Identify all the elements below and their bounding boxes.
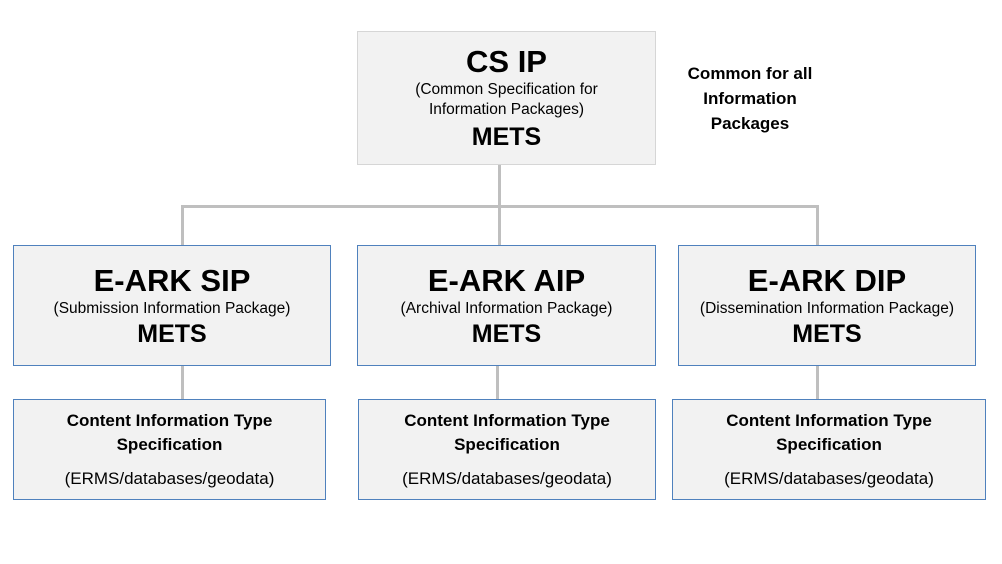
sip-format: METS xyxy=(137,319,207,348)
aip-content-spec-title-line1: Content Information Type xyxy=(404,410,610,430)
sip-box: E-ARK SIP (Submission Information Packag… xyxy=(13,245,331,366)
connector-sip-vertical xyxy=(181,205,184,245)
aip-content-spec-title-line2: Specification xyxy=(454,434,560,454)
cs-ip-box: CS IP (Common Specification for Informat… xyxy=(357,31,656,165)
connector-dip-vertical xyxy=(816,205,819,245)
cs-ip-subtitle-line1: (Common Specification for xyxy=(415,81,598,98)
dip-content-spec-box: Content Information Type Specification (… xyxy=(672,399,986,500)
dip-content-spec-title-line1: Content Information Type xyxy=(726,410,932,430)
aip-subtitle: (Archival Information Package) xyxy=(400,299,613,317)
cs-ip-format: METS xyxy=(471,123,542,151)
sip-content-spec-title-line2: Specification xyxy=(116,434,223,454)
sip-title: E-ARK SIP xyxy=(93,262,251,298)
dip-content-spec-types: (ERMS/databases/geodata) xyxy=(724,468,934,488)
common-note-line1: Common for all xyxy=(687,64,813,83)
aip-box: E-ARK AIP (Archival Information Package)… xyxy=(357,245,656,366)
common-note-line3: Packages xyxy=(710,114,790,133)
connector-horizontal xyxy=(181,205,819,208)
connector-sip-content xyxy=(181,366,184,399)
dip-title: E-ARK DIP xyxy=(747,262,907,298)
aip-content-spec-box: Content Information Type Specification (… xyxy=(358,399,656,500)
sip-content-spec-box: Content Information Type Specification (… xyxy=(13,399,326,500)
dip-box: E-ARK DIP (Dissemination Information Pac… xyxy=(678,245,976,366)
sip-content-spec-title-line1: Content Information Type xyxy=(66,410,273,430)
cs-ip-title: CS IP xyxy=(466,44,547,79)
aip-title: E-ARK AIP xyxy=(427,262,586,298)
connector-dip-content xyxy=(816,366,819,399)
dip-subtitle: (Dissemination Information Package) xyxy=(699,299,955,317)
common-note: Common for all Information Packages xyxy=(680,61,820,136)
connector-aip-content xyxy=(496,366,499,399)
dip-content-spec-title-line2: Specification xyxy=(776,434,882,454)
sip-content-spec-types: (ERMS/databases/geodata) xyxy=(64,468,275,488)
aip-format: METS xyxy=(471,319,542,348)
dip-format: METS xyxy=(792,319,862,348)
common-note-line2: Information xyxy=(703,89,797,108)
sip-subtitle: (Submission Information Package) xyxy=(53,299,291,317)
cs-ip-subtitle-line2: Information Packages) xyxy=(428,101,585,118)
aip-content-spec-types: (ERMS/databases/geodata) xyxy=(402,468,612,488)
